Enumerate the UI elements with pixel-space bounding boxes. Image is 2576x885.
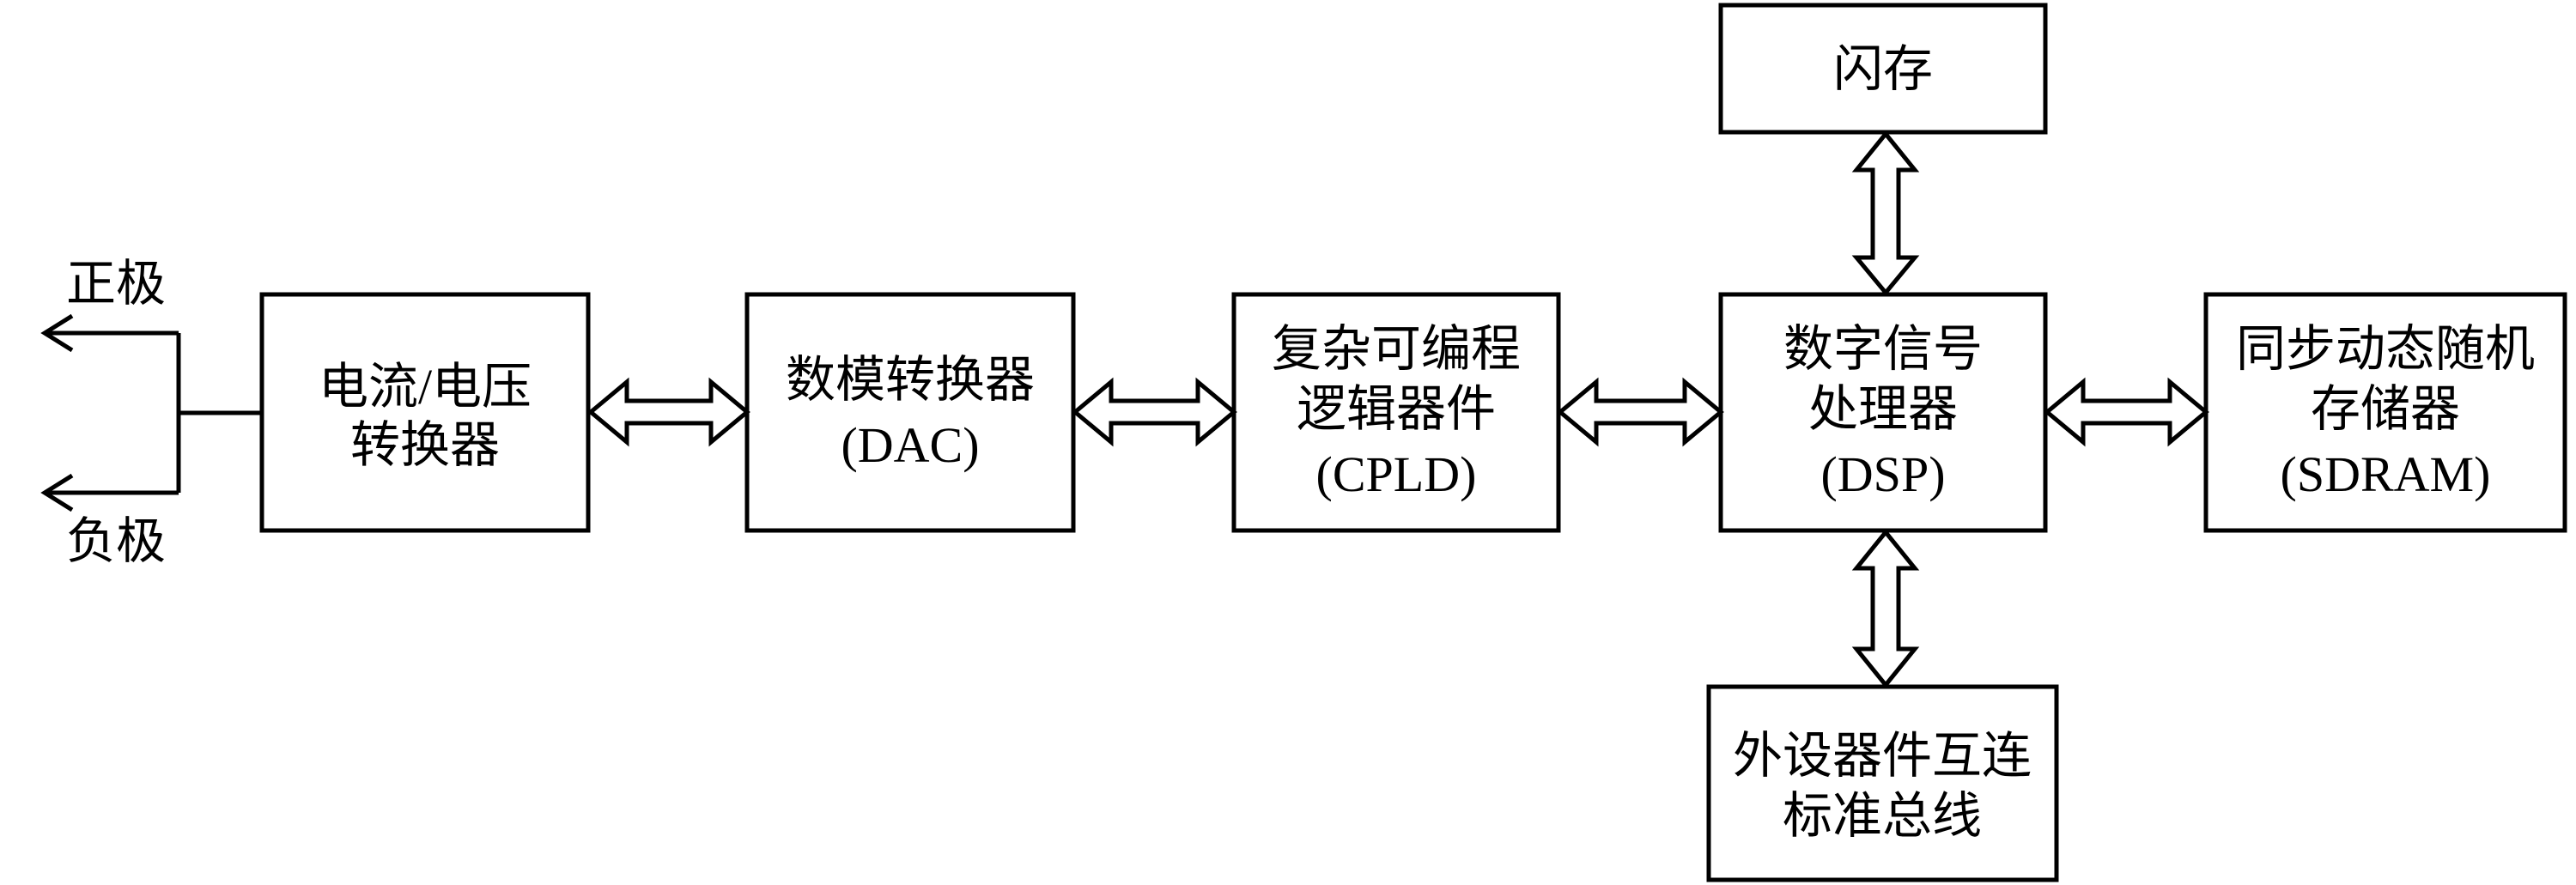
- dsp-label-line1: 数字信号: [1783, 321, 1983, 377]
- sdram-label-line3: (SDRAM): [2281, 446, 2491, 502]
- input-wiring: [40, 313, 262, 512]
- positive-arrowhead-icon: [40, 313, 74, 353]
- dac-block: 数模转换器 (DAC): [744, 292, 1076, 533]
- negative-arrowhead-icon: [40, 473, 74, 512]
- arrow-flash-dsp-icon: [1851, 130, 1920, 296]
- sdram-block: 同步动态随机 存储器 (SDRAM): [2203, 292, 2567, 533]
- sdram-label-line1: 同步动态随机: [2236, 321, 2535, 377]
- cpld-label-line2: 逻辑器件: [1297, 381, 1496, 437]
- cpld-label-line1: 复杂可编程: [1272, 321, 1521, 377]
- iv-converter-block: 电流/电压 转换器: [259, 292, 591, 533]
- dsp-label-line2: 处理器: [1808, 381, 1958, 437]
- dsp-block: 数字信号 处理器 (DSP): [1718, 292, 2048, 533]
- pci-bus-label-line2: 标准总线: [1783, 788, 1982, 844]
- arrow-cpld-dsp-icon: [1557, 377, 1724, 447]
- positive-terminal-label: 正极: [66, 256, 166, 312]
- sdram-label-line2: 存储器: [2311, 381, 2460, 437]
- iv-converter-label-line2: 转换器: [350, 417, 500, 473]
- flash-label: 闪存: [1833, 41, 1933, 97]
- dsp-label-line3: (DSP): [1820, 446, 1945, 502]
- pci-bus-label-line1: 外设器件互连: [1733, 728, 2032, 784]
- arrow-dsp-pci-icon: [1851, 529, 1920, 688]
- arrow-dsp-sdram-icon: [2044, 377, 2209, 447]
- arrow-iv-dac-icon: [587, 377, 750, 447]
- cpld-label-line3: (CPLD): [1316, 446, 1477, 502]
- dac-label-line2: (DAC): [841, 417, 979, 473]
- flash-block: 闪存: [1718, 3, 2048, 135]
- pci-bus-block: 外设器件互连 标准总线: [1706, 684, 2059, 882]
- negative-terminal-label: 负极: [66, 513, 166, 569]
- iv-converter-label-line1: 电流/电压: [319, 359, 532, 415]
- dac-label-line1: 数模转换器: [786, 352, 1035, 408]
- arrow-dac-cpld-icon: [1072, 377, 1237, 447]
- cpld-block: 复杂可编程 逻辑器件 (CPLD): [1231, 292, 1561, 533]
